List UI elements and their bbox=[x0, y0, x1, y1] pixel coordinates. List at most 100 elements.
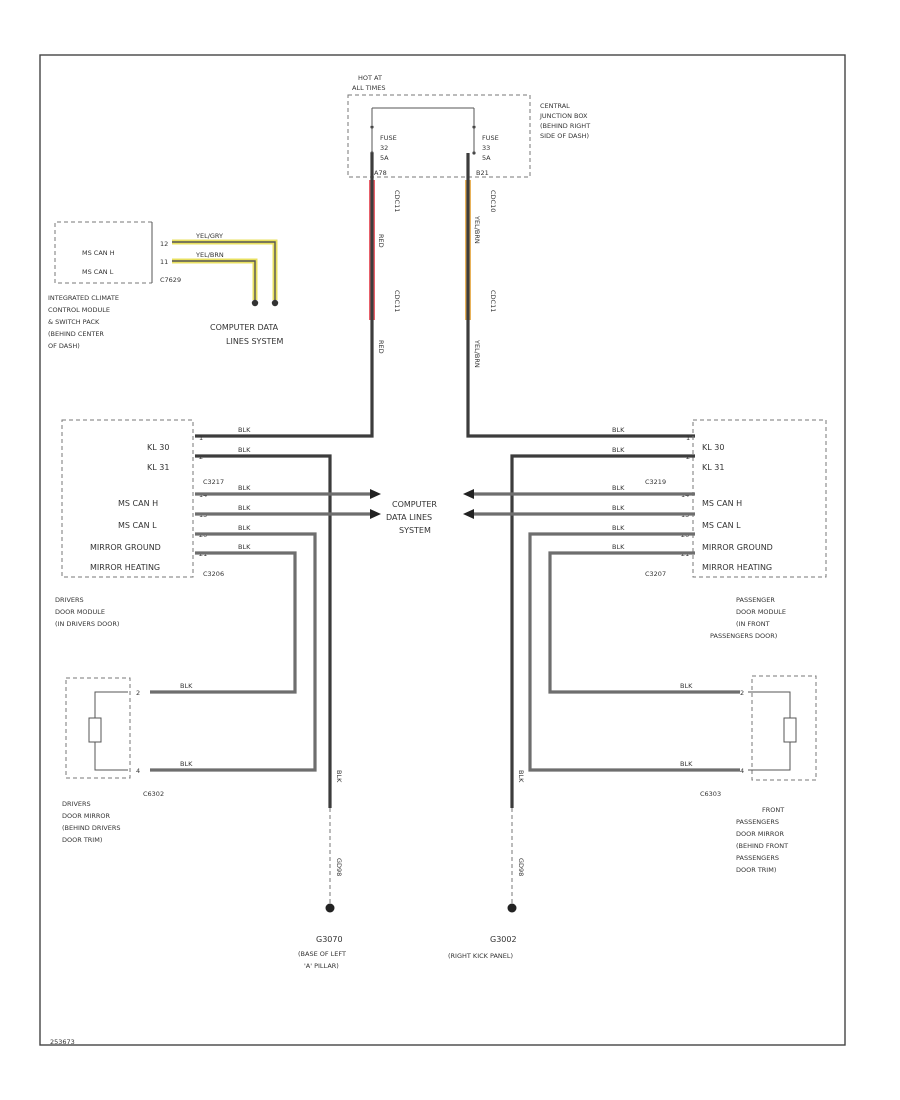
svg-text:YEL/GRY: YEL/GRY bbox=[195, 232, 223, 240]
svg-text:MIRROR HEATING: MIRROR HEATING bbox=[702, 563, 772, 572]
svg-text:(IN DRIVERS DOOR): (IN DRIVERS DOOR) bbox=[55, 620, 119, 628]
svg-text:DOOR TRIM): DOOR TRIM) bbox=[736, 866, 776, 874]
svg-text:KL 31: KL 31 bbox=[702, 463, 724, 472]
svg-text:MIRROR HEATING: MIRROR HEATING bbox=[90, 563, 160, 572]
svg-text:C7629: C7629 bbox=[160, 276, 181, 284]
svg-text:MS CAN H: MS CAN H bbox=[82, 249, 115, 257]
svg-text:CDC11: CDC11 bbox=[393, 190, 401, 212]
svg-text:(BEHIND DRIVERS: (BEHIND DRIVERS bbox=[62, 824, 120, 832]
svg-text:33: 33 bbox=[482, 144, 490, 152]
svg-text:MS CAN L: MS CAN L bbox=[82, 268, 114, 276]
diagram-frame bbox=[39, 54, 846, 1046]
passenger-mirror-heater-icon bbox=[783, 717, 797, 743]
driver-module-pin-numbers: 1 2 14 15 20 21 bbox=[199, 434, 207, 558]
passenger-module-pin-numbers: 1 2 14 15 20 21 bbox=[681, 434, 690, 558]
svg-text:MIRROR GROUND: MIRROR GROUND bbox=[702, 543, 773, 552]
svg-text:HOT AT: HOT AT bbox=[358, 74, 382, 82]
svg-text:OF DASH): OF DASH) bbox=[48, 342, 80, 350]
svg-text:C6303: C6303 bbox=[700, 790, 721, 798]
svg-text:B21: B21 bbox=[476, 169, 489, 177]
svg-text:(BEHIND FRONT: (BEHIND FRONT bbox=[736, 842, 788, 850]
svg-text:FUSE: FUSE bbox=[482, 134, 499, 142]
svg-text:CENTRAL: CENTRAL bbox=[540, 102, 570, 110]
svg-text:DOOR MODULE: DOOR MODULE bbox=[736, 608, 786, 616]
feed-wire-left: RED CDC11 CDC11 RED bbox=[195, 153, 401, 438]
svg-text:MS CAN L: MS CAN L bbox=[702, 521, 741, 530]
svg-text:RED: RED bbox=[377, 340, 385, 354]
svg-text:DOOR MIRROR: DOOR MIRROR bbox=[62, 812, 110, 820]
center-data-lines-label-2: DATA LINES bbox=[386, 513, 432, 522]
svg-text:4: 4 bbox=[740, 767, 744, 775]
svg-text:C3217: C3217 bbox=[203, 478, 224, 486]
svg-text:(BEHIND RIGHT: (BEHIND RIGHT bbox=[540, 122, 590, 130]
svg-text:COMPUTER DATA: COMPUTER DATA bbox=[210, 323, 279, 332]
svg-text:MIRROR GROUND: MIRROR GROUND bbox=[90, 543, 161, 552]
svg-text:FRONT: FRONT bbox=[762, 806, 784, 814]
passenger-module-wires: BLK BLK BLK BLK BLK BLK bbox=[463, 426, 740, 808]
svg-text:YEL/BRN: YEL/BRN bbox=[195, 251, 224, 259]
fuse-32: FUSE 32 5A bbox=[370, 125, 397, 162]
feed-wire-right: YEL/BRN CDC10 CDC11 YEL/BRN bbox=[465, 153, 695, 438]
svg-text:BLK: BLK bbox=[612, 543, 625, 551]
svg-text:FUSE: FUSE bbox=[380, 134, 397, 142]
svg-text:BLK: BLK bbox=[180, 682, 193, 690]
svg-text:DOOR TRIM): DOOR TRIM) bbox=[62, 836, 102, 844]
svg-text:(IN FRONT: (IN FRONT bbox=[736, 620, 770, 628]
svg-text:PASSENGERS: PASSENGERS bbox=[736, 818, 779, 826]
svg-text:BLK: BLK bbox=[680, 760, 693, 768]
svg-text:C6302: C6302 bbox=[143, 790, 164, 798]
svg-text:C3207: C3207 bbox=[645, 570, 666, 578]
svg-text:5A: 5A bbox=[482, 154, 491, 162]
svg-text:2: 2 bbox=[740, 689, 744, 697]
svg-text:32: 32 bbox=[380, 144, 388, 152]
passenger-door-module: KL 30 KL 31 C3219 MS CAN H MS CAN L MIRR… bbox=[645, 419, 827, 640]
svg-text:C3206: C3206 bbox=[203, 570, 224, 578]
svg-text:ALL TIMES: ALL TIMES bbox=[352, 84, 385, 92]
svg-text:GD98: GD98 bbox=[517, 858, 525, 876]
svg-text:BLK: BLK bbox=[238, 426, 251, 434]
svg-text:12: 12 bbox=[160, 240, 168, 248]
svg-text:G3070: G3070 bbox=[316, 935, 343, 944]
svg-text:DRIVERS: DRIVERS bbox=[55, 596, 84, 604]
svg-text:BLK: BLK bbox=[335, 770, 343, 783]
svg-text:KL 31: KL 31 bbox=[147, 463, 169, 472]
central-junction-box: HOT AT ALL TIMES FUSE 32 5A FUSE 33 5A A… bbox=[347, 74, 590, 178]
svg-text:2: 2 bbox=[136, 689, 140, 697]
svg-text:PASSENGER: PASSENGER bbox=[736, 596, 775, 604]
svg-text:KL 30: KL 30 bbox=[702, 443, 724, 452]
svg-text:INTEGRATED CLIMATE: INTEGRATED CLIMATE bbox=[48, 294, 119, 302]
svg-text:BLK: BLK bbox=[612, 484, 625, 492]
svg-text:& SWITCH PACK: & SWITCH PACK bbox=[48, 318, 100, 326]
svg-text:CDC10: CDC10 bbox=[489, 190, 497, 212]
svg-text:DRIVERS: DRIVERS bbox=[62, 800, 91, 808]
svg-text:BLK: BLK bbox=[238, 504, 251, 512]
diagram-id-code: 253673 bbox=[50, 1038, 75, 1046]
svg-text:BLK: BLK bbox=[612, 524, 625, 532]
svg-text:1: 1 bbox=[686, 434, 690, 442]
svg-text:1: 1 bbox=[199, 434, 203, 442]
svg-text:BLK: BLK bbox=[238, 446, 251, 454]
driver-door-module: KL 30 KL 31 C3217 MS CAN H MS CAN L MIRR… bbox=[55, 419, 224, 628]
svg-text:MS CAN H: MS CAN H bbox=[702, 499, 742, 508]
driver-mirror-heater-icon bbox=[88, 717, 102, 743]
ground-g3002: BLK GD98 G3002 (RIGHT KICK PANEL) bbox=[448, 770, 525, 960]
svg-text:GD98: GD98 bbox=[335, 858, 343, 876]
svg-text:BLK: BLK bbox=[517, 770, 525, 783]
svg-text:CDC11: CDC11 bbox=[393, 290, 401, 312]
svg-text:(RIGHT KICK PANEL): (RIGHT KICK PANEL) bbox=[448, 952, 513, 960]
climate-control-module: MS CAN H MS CAN L 12 11 C7629 YEL/GRY YE… bbox=[48, 221, 283, 350]
svg-text:LINES SYSTEM: LINES SYSTEM bbox=[226, 337, 283, 346]
fuse-33: FUSE 33 5A bbox=[472, 125, 499, 162]
driver-door-mirror: 2 4 BLK BLK C6302 DRIVERS DOOR MIRROR (B… bbox=[62, 677, 193, 844]
svg-text:BLK: BLK bbox=[238, 543, 251, 551]
svg-text:G3002: G3002 bbox=[490, 935, 517, 944]
svg-text:CONTROL MODULE: CONTROL MODULE bbox=[48, 306, 110, 314]
svg-text:SIDE OF DASH): SIDE OF DASH) bbox=[540, 132, 589, 140]
passenger-door-mirror: 2 4 BLK BLK C6303 FRONT PASSENGERS DOOR … bbox=[680, 675, 817, 874]
svg-text:11: 11 bbox=[160, 258, 168, 266]
svg-text:DOOR MIRROR: DOOR MIRROR bbox=[736, 830, 784, 838]
svg-text:CDC11: CDC11 bbox=[489, 290, 497, 312]
svg-text:PASSENGERS: PASSENGERS bbox=[736, 854, 779, 862]
svg-text:JUNCTION BOX: JUNCTION BOX bbox=[539, 112, 588, 120]
svg-text:A78: A78 bbox=[374, 169, 387, 177]
